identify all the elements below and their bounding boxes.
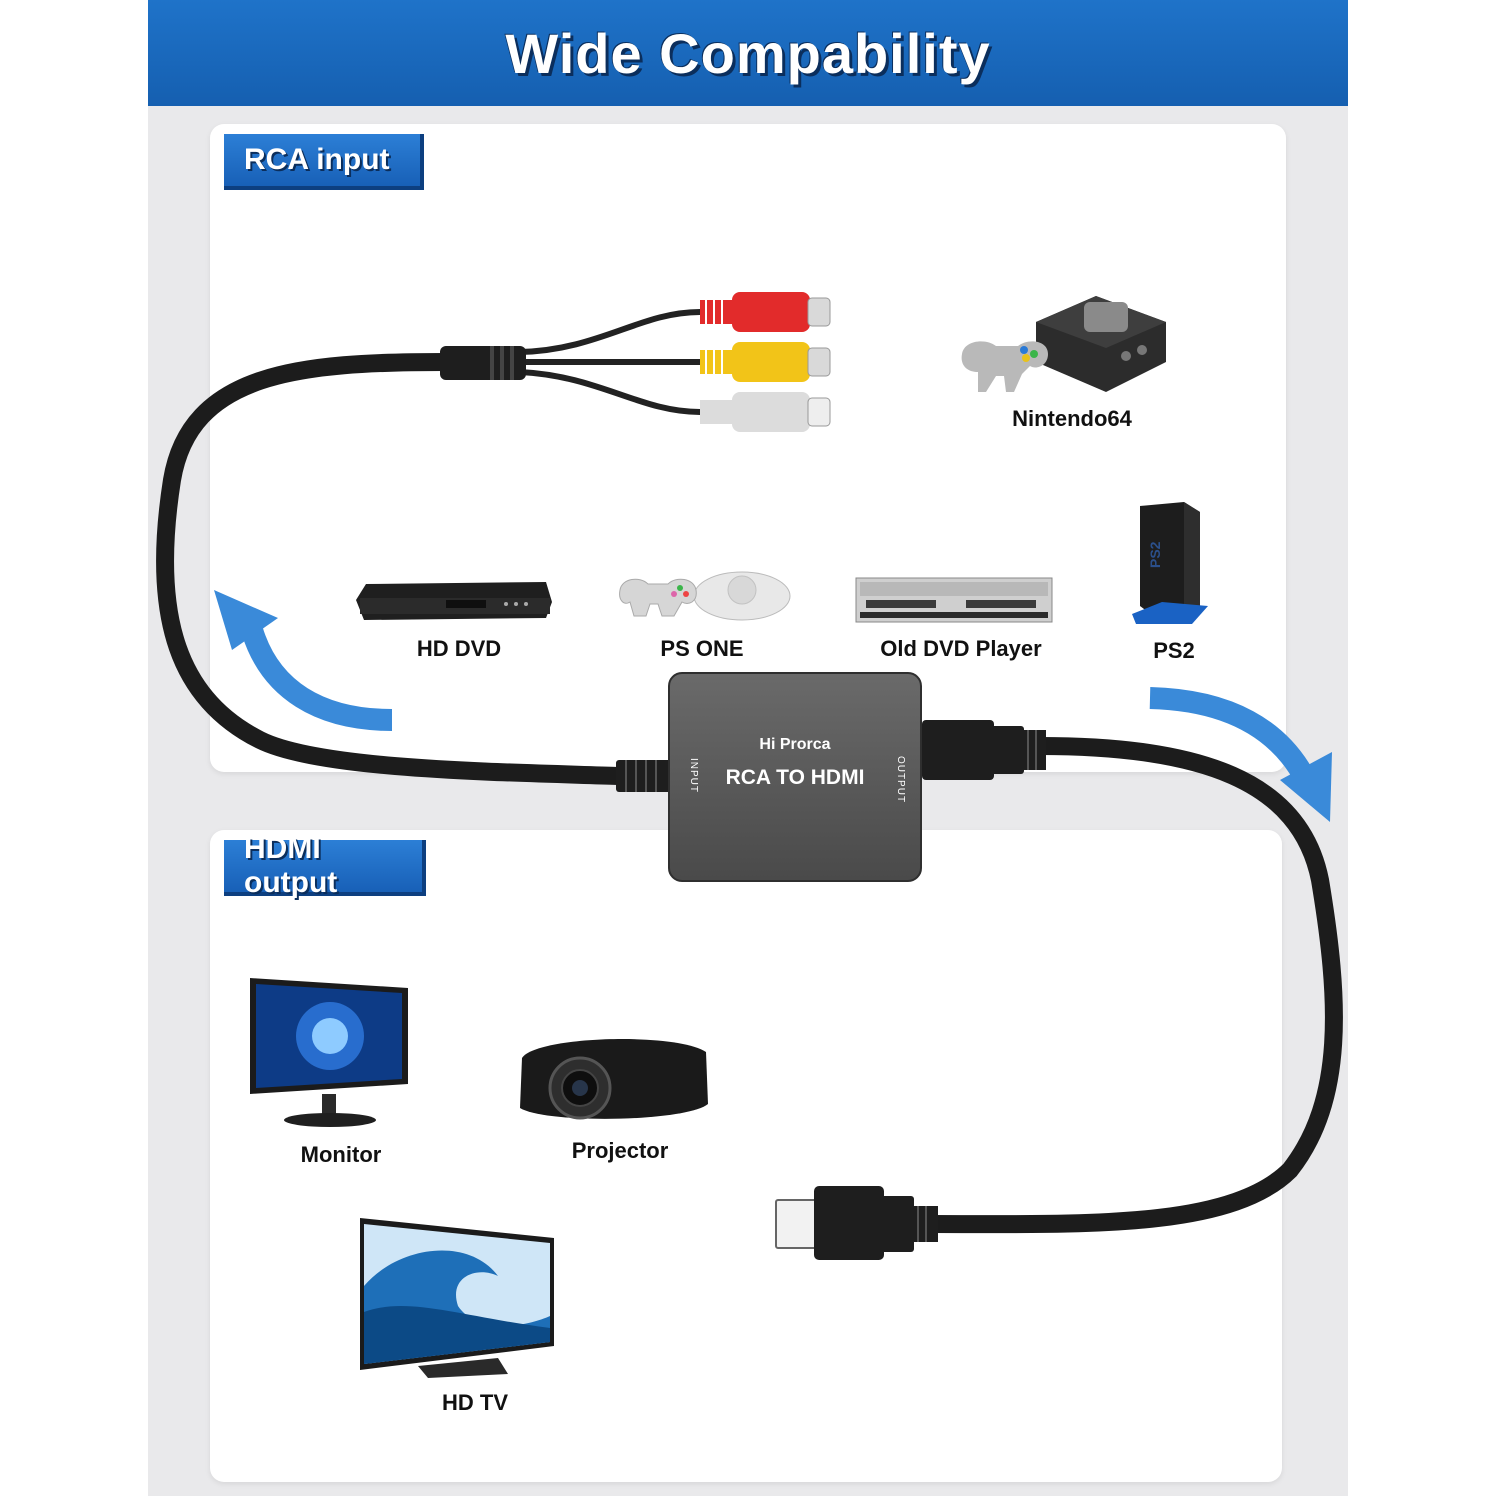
output-arrow (1149, 687, 1316, 786)
adapter-brand: Hi Prorca (759, 736, 831, 753)
device-label-old-dvd: Old DVD Player (880, 636, 1042, 661)
input-arrow-head (214, 590, 278, 650)
rca-wire-red (519, 309, 701, 355)
hdmi-output-tag-label: HDMI output (244, 832, 338, 899)
input-arrow (241, 626, 393, 731)
rca-splitter (440, 346, 526, 380)
device-label-monitor: Monitor (300, 1142, 382, 1167)
device-label-hd-dvd: HD DVD (416, 636, 502, 661)
rca-plug-red (700, 292, 831, 332)
n64-console-icon (961, 296, 1166, 392)
dvd-player-icon (356, 582, 552, 620)
hdmi-cable (921, 737, 1343, 1234)
projector-icon (520, 1039, 708, 1120)
device-label-projector: Projector (571, 1138, 669, 1163)
output-arrow-head (1280, 752, 1332, 822)
device-label-hd-tv: HD TV (442, 1390, 508, 1415)
rca-plug-yellow (700, 342, 831, 382)
hdmi-plug-box (922, 720, 1046, 780)
hdmi-output-tag: HDMI output (224, 832, 426, 899)
ps-one-console-icon (619, 571, 791, 621)
rca-input-panel (210, 124, 1286, 772)
adapter-model: RCA TO HDMI (725, 766, 865, 789)
rca-wire-white (519, 369, 701, 415)
ps2-console-icon: PS2 (1132, 502, 1208, 624)
rca-input-tag-label: RCA input (244, 143, 390, 176)
adapter-output-port-label: OUTPUT (894, 755, 906, 804)
device-label-ps-one: PS ONE (660, 636, 744, 661)
rca-input-tag: RCA input (224, 134, 424, 190)
adapter-input-port-label: INPUT (688, 758, 699, 793)
hdmi-output-panel (210, 830, 1282, 1482)
page-title: Wide Compability (505, 21, 991, 85)
vcr-dvd-combo-icon (855, 577, 1053, 623)
title-banner: Wide Compability (148, 0, 1348, 106)
svg-text:PS2: PS2 (1147, 541, 1163, 568)
device-label-ps2: PS2 (1153, 638, 1195, 663)
rca-plug-white (700, 392, 831, 432)
tv-icon (360, 1218, 554, 1378)
device-label-nintendo64: Nintendo64 (1012, 406, 1132, 431)
monitor-icon (250, 978, 408, 1127)
rca-to-hdmi-adapter: Hi Prorca RCA TO HDMI INPUT OUTPUT (668, 672, 922, 882)
hdmi-plug-loose (775, 1186, 938, 1260)
rca-cable (156, 353, 627, 785)
